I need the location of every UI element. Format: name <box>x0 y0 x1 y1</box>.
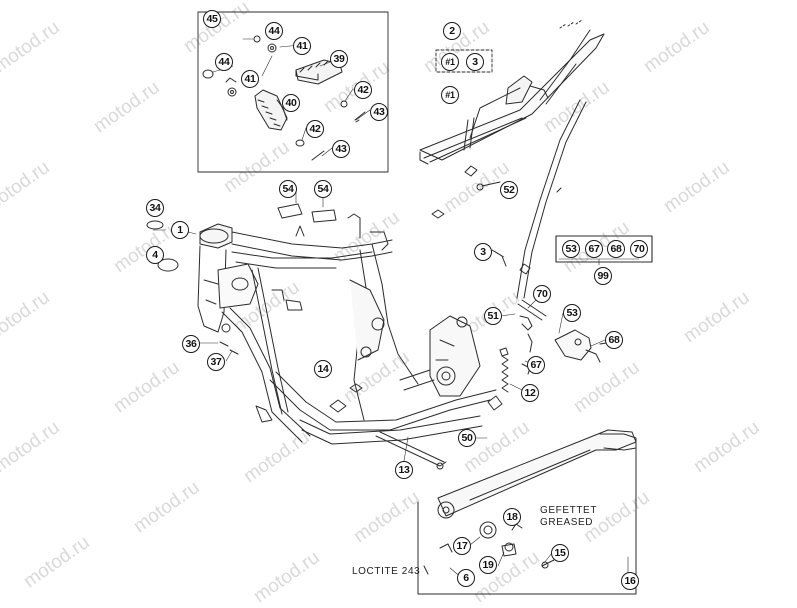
callout-6[interactable]: 6 <box>457 569 475 587</box>
callout-39[interactable]: 39 <box>330 50 348 68</box>
callout-13[interactable]: 13 <box>395 461 413 479</box>
callout-17[interactable]: 17 <box>453 537 471 555</box>
callout-70[interactable]: 70 <box>630 240 648 258</box>
callout-54[interactable]: 54 <box>314 180 332 198</box>
callout-70[interactable]: 70 <box>533 285 551 303</box>
callout-53[interactable]: 53 <box>562 240 580 258</box>
callout-2[interactable]: 2 <box>443 22 461 40</box>
callout-44[interactable]: 44 <box>215 53 233 71</box>
callout-12[interactable]: 12 <box>521 384 539 402</box>
callout-68[interactable]: 68 <box>607 240 625 258</box>
subframe-drawing <box>419 19 605 299</box>
callout-19[interactable]: 19 <box>479 556 497 574</box>
note-gefettet: GEFETTET <box>540 505 598 516</box>
callout-3[interactable]: 3 <box>466 53 484 71</box>
callout-3[interactable]: 3 <box>474 243 492 261</box>
footpeg-group-box <box>197 11 389 173</box>
callout-50[interactable]: 50 <box>458 429 476 447</box>
note-loctite: LOCTITE 243 <box>352 566 421 577</box>
callout-42[interactable]: 42 <box>354 81 372 99</box>
note-greased: GREASED <box>540 517 594 528</box>
kit-2-box <box>435 49 493 73</box>
callout-43[interactable]: 43 <box>370 103 388 121</box>
callout-52[interactable]: 52 <box>500 181 518 199</box>
main-frame-drawing <box>146 203 497 445</box>
sidestand-group-box <box>417 443 637 595</box>
footpeg-parts <box>202 35 366 161</box>
callout-40[interactable]: 40 <box>282 94 300 112</box>
callout-hash-1[interactable]: #1 <box>441 53 459 71</box>
callout-67[interactable]: 67 <box>585 240 603 258</box>
callout-15[interactable]: 15 <box>551 544 569 562</box>
callout-53[interactable]: 53 <box>563 304 581 322</box>
callout-1[interactable]: 1 <box>171 221 189 239</box>
callout-99[interactable]: 99 <box>594 267 612 285</box>
sidestand-parts <box>375 249 637 575</box>
callout-4[interactable]: 4 <box>146 246 164 264</box>
callout-hash-1[interactable]: #1 <box>441 86 459 104</box>
kit-99-box <box>555 235 653 263</box>
callout-37[interactable]: 37 <box>207 353 225 371</box>
callout-42[interactable]: 42 <box>306 120 324 138</box>
callout-34[interactable]: 34 <box>146 199 164 217</box>
callout-36[interactable]: 36 <box>182 335 200 353</box>
callout-41[interactable]: 41 <box>293 37 311 55</box>
callout-43[interactable]: 43 <box>332 140 350 158</box>
callout-54[interactable]: 54 <box>279 180 297 198</box>
callout-51[interactable]: 51 <box>484 307 502 325</box>
callout-67[interactable]: 67 <box>527 356 545 374</box>
callout-68[interactable]: 68 <box>605 331 623 349</box>
callout-18[interactable]: 18 <box>503 508 521 526</box>
callout-44[interactable]: 44 <box>265 22 283 40</box>
callout-41[interactable]: 41 <box>241 70 259 88</box>
callout-45[interactable]: 45 <box>203 10 221 28</box>
callout-16[interactable]: 16 <box>621 572 639 590</box>
callout-14[interactable]: 14 <box>314 360 332 378</box>
